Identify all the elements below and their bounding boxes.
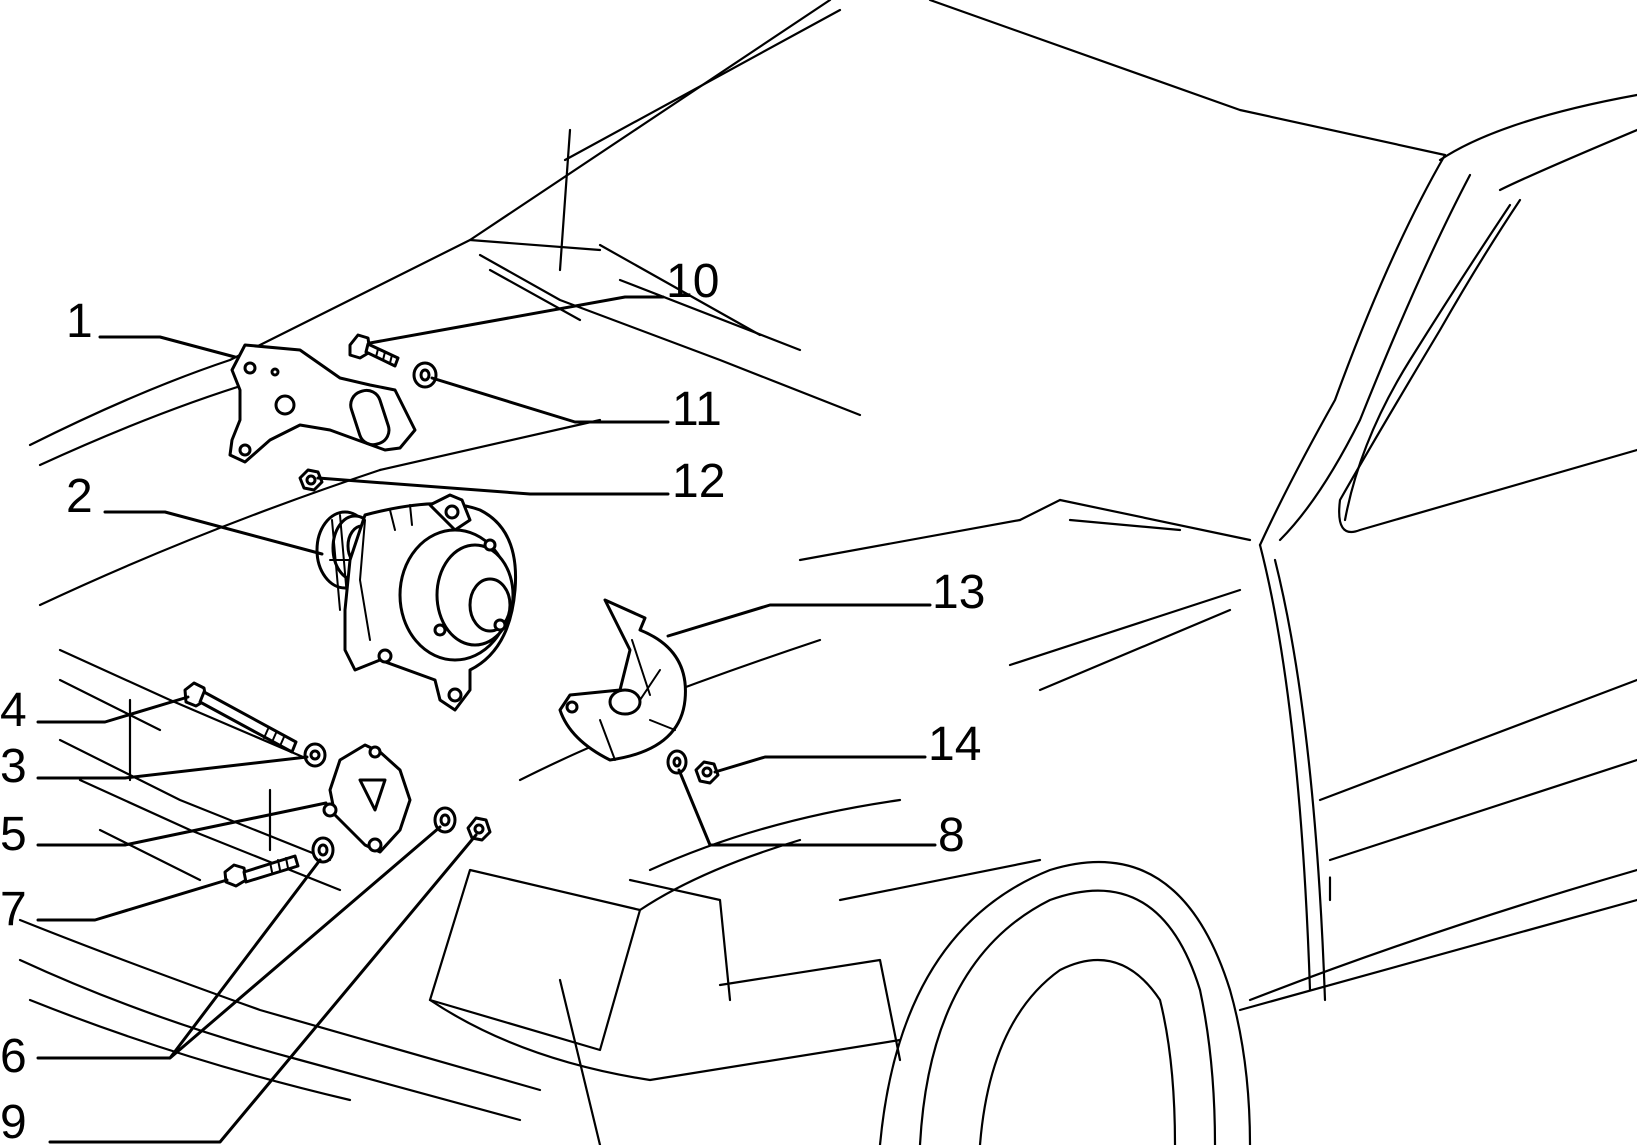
callout-5: 5 <box>0 808 27 861</box>
leader-8 <box>677 768 937 847</box>
callout-11: 11 <box>672 383 722 436</box>
leader-6 <box>36 825 442 1060</box>
leader-10 <box>368 295 665 345</box>
leader-9 <box>48 833 478 1144</box>
leader-11 <box>430 376 670 424</box>
leader-14 <box>713 755 927 774</box>
callout-10: 10 <box>666 255 719 308</box>
leader-4 <box>36 695 190 724</box>
part-5-lower-bracket <box>322 743 412 854</box>
callout-3: 3 <box>0 740 27 793</box>
callout-9: 9 <box>0 1096 27 1145</box>
callout-7: 7 <box>0 883 27 936</box>
car-body-outline <box>18 0 1637 1145</box>
callout-6: 6 <box>0 1030 27 1083</box>
part-14-nut <box>694 760 720 785</box>
part-2-alternator <box>315 493 518 712</box>
leader-lines <box>36 295 937 1144</box>
part-10-bolt <box>348 333 400 368</box>
callout-4: 4 <box>0 684 27 737</box>
leader-13 <box>666 603 932 638</box>
leader-2 <box>103 510 324 556</box>
callout-14: 14 <box>928 718 981 771</box>
callout-1: 1 <box>66 295 93 348</box>
callout-8: 8 <box>938 809 965 862</box>
part-11-washer <box>412 361 438 389</box>
part-1-mounting-bracket <box>228 343 417 464</box>
part-4-long-bolt <box>183 681 298 754</box>
part-13-heat-shield <box>558 598 687 762</box>
part-8-washer <box>666 749 688 775</box>
leader-1 <box>98 335 237 359</box>
part-7-bolt <box>223 854 300 888</box>
callout-labels: 1 2 3 4 5 6 7 8 9 10 11 12 13 14 <box>0 255 985 1145</box>
callout-2: 2 <box>66 470 93 523</box>
leader-3 <box>36 755 309 780</box>
callout-13: 13 <box>932 566 985 619</box>
leader-7 <box>36 878 229 922</box>
part-3-washer <box>303 742 327 768</box>
part-12-nut <box>298 468 324 492</box>
leader-5 <box>36 801 328 847</box>
callout-12: 12 <box>672 455 725 508</box>
part-9-nut <box>466 816 492 842</box>
leader-12 <box>316 476 670 496</box>
